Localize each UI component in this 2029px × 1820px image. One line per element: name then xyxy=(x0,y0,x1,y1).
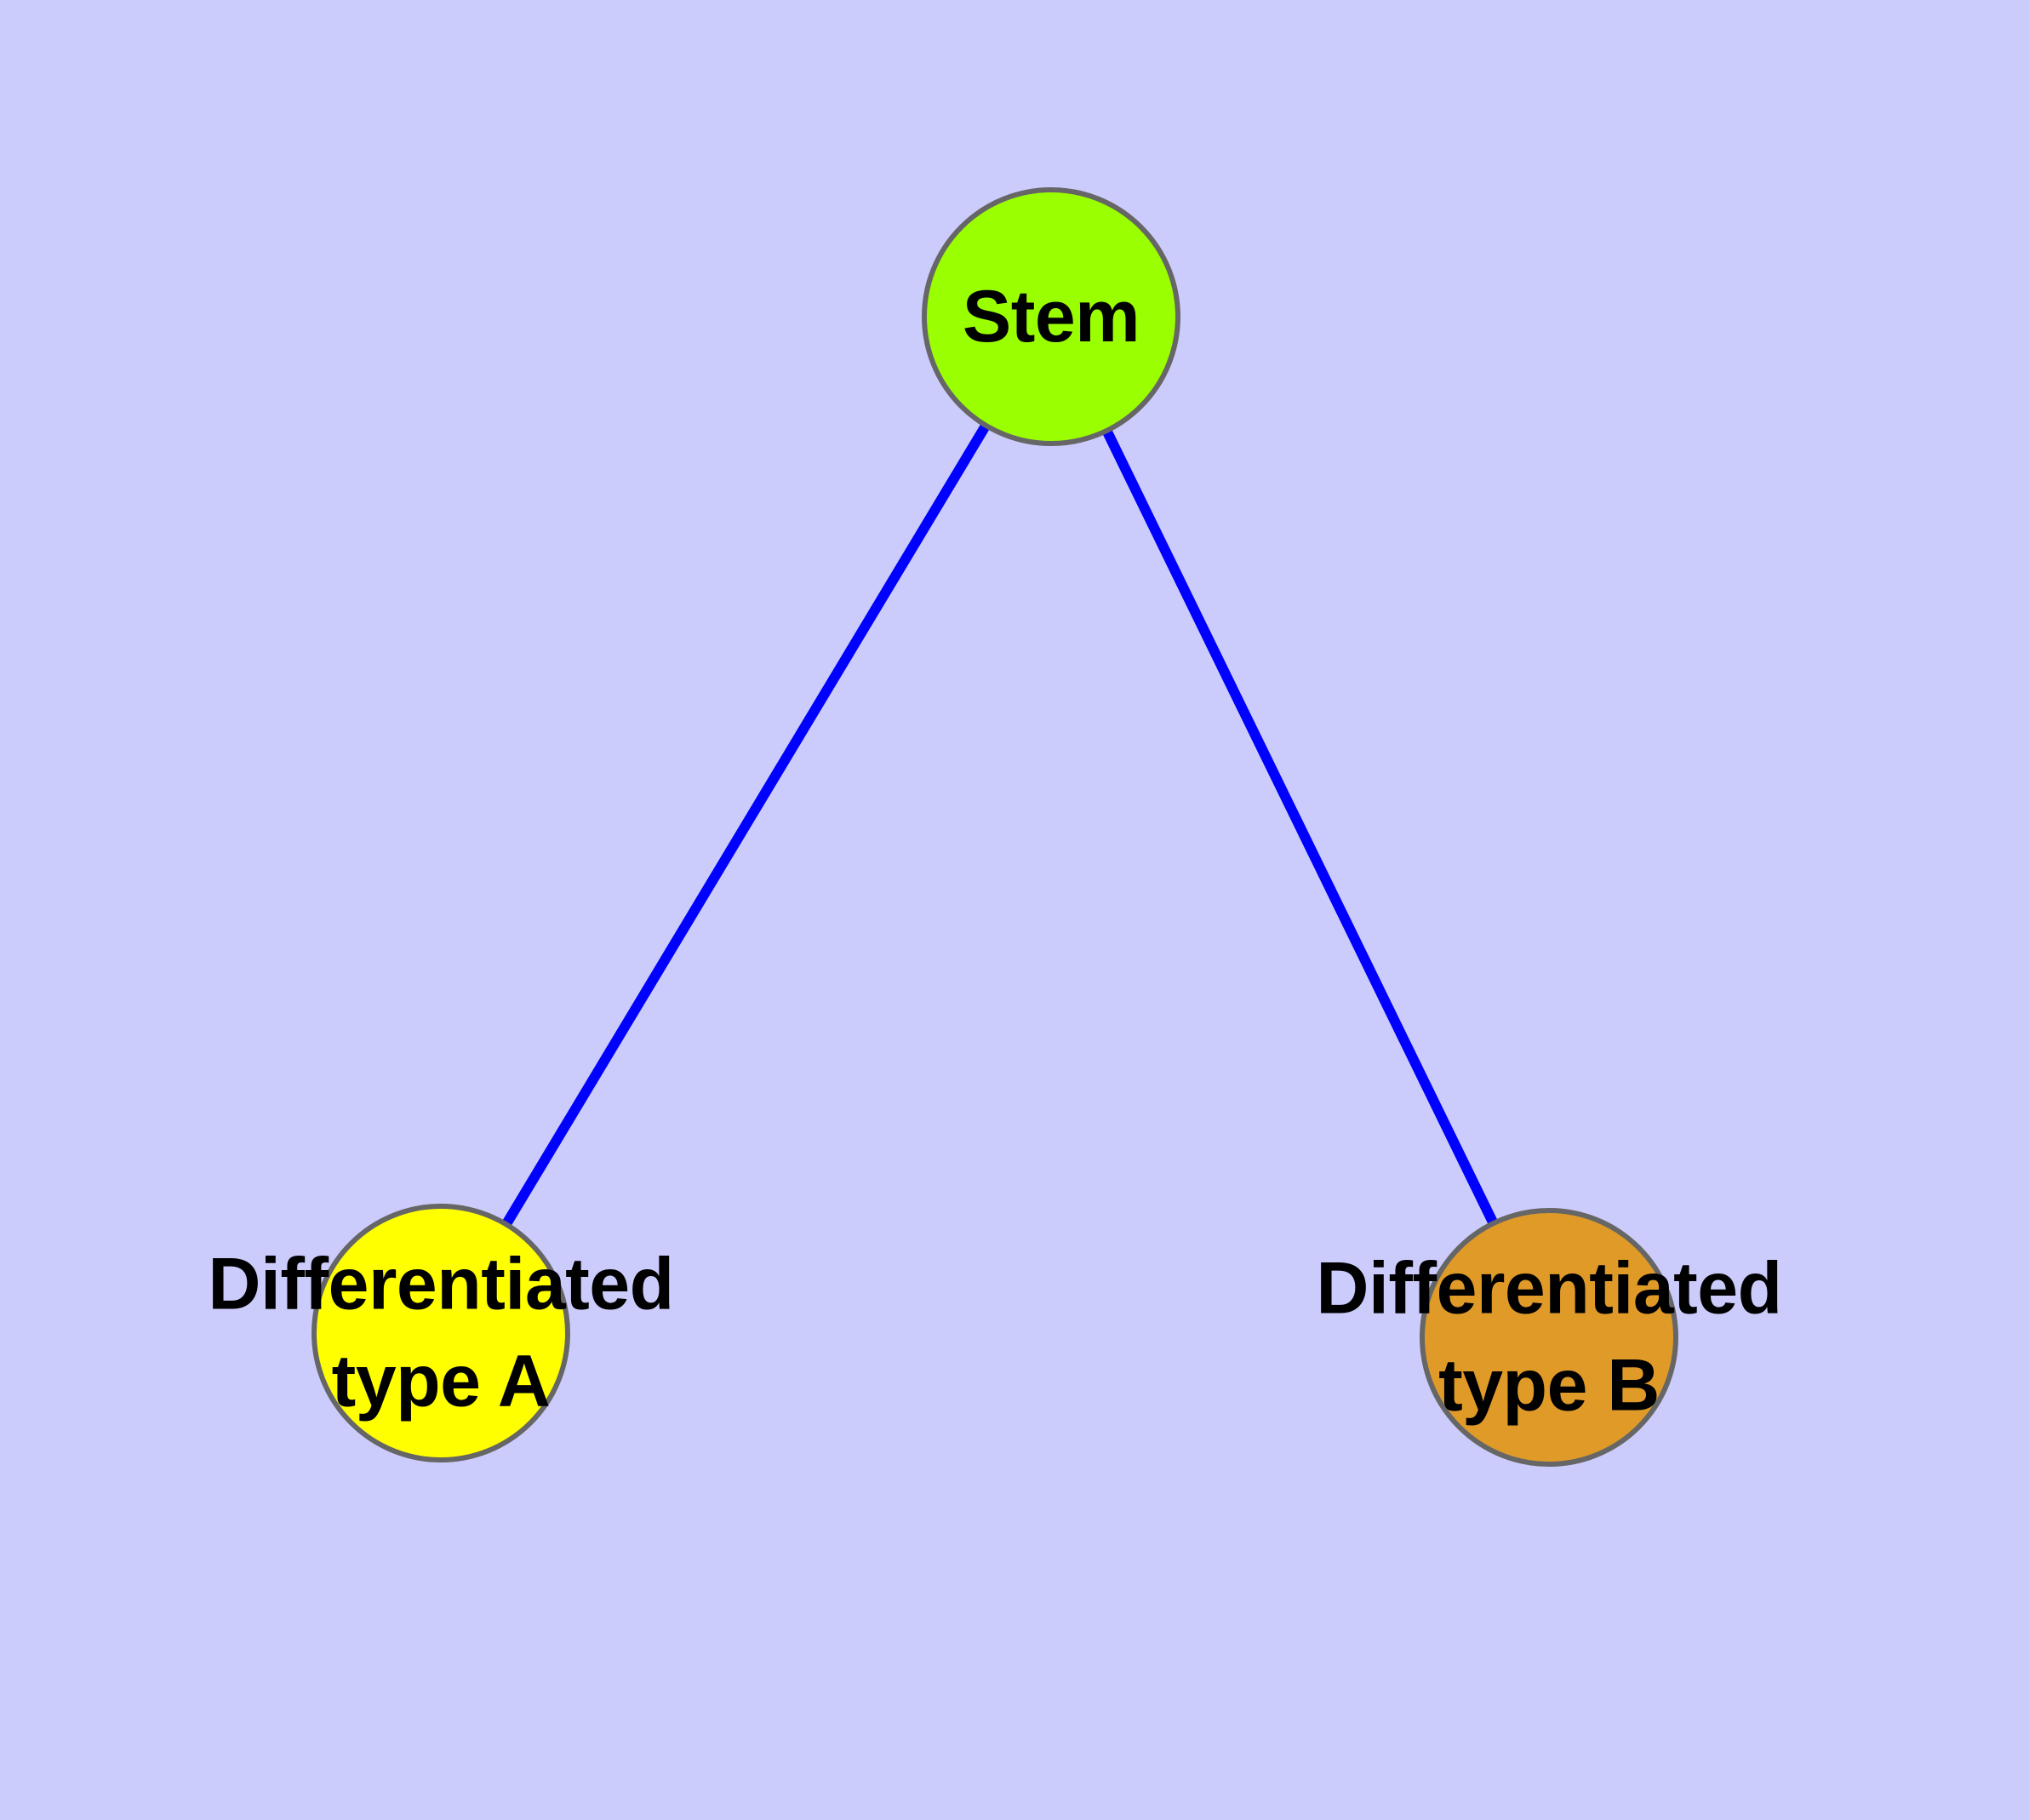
edge-stem-to-diff_b[interactable] xyxy=(1046,314,1554,1340)
node-circle-stem[interactable] xyxy=(922,187,1180,446)
node-circle-diff_b[interactable] xyxy=(1420,1208,1678,1467)
node-layer xyxy=(311,187,1678,1467)
edge-layer xyxy=(436,313,1554,1340)
node-circle-diff_a[interactable] xyxy=(311,1204,570,1462)
edge-stem-to-diff_a[interactable] xyxy=(436,313,1056,1336)
